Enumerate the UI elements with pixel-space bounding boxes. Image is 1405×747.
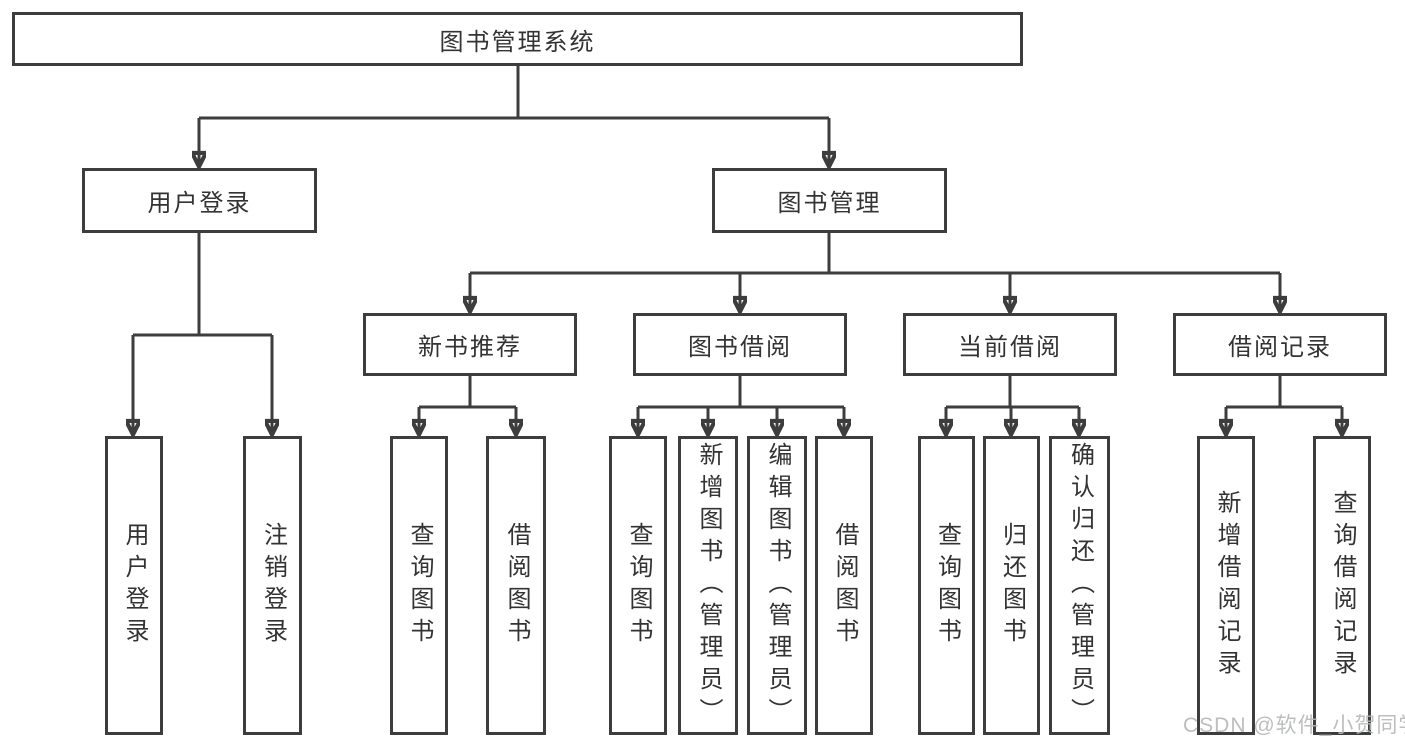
leaf-bb-borrow-books: 借阅图书 — [815, 436, 873, 735]
leaf-cb-return-books: 归还图书 — [983, 436, 1040, 735]
node-borrow-records: 借阅记录 — [1173, 313, 1387, 376]
csdn-watermark: CSDN @软件_小贺同学 — [1183, 714, 1405, 737]
leaf-user-login-label: 用户登录 — [121, 521, 148, 650]
leaf-nb-query-books: 查询图书 — [390, 436, 448, 735]
leaf-cb-confirm-return: 确认归还（管理员） — [1049, 436, 1110, 735]
leaf-bb-borrow-books-label: 借阅图书 — [831, 521, 858, 650]
leaf-cb-return-books-label: 归还图书 — [998, 521, 1026, 650]
connector-user-login-branch — [133, 233, 272, 337]
node-current-borrow: 当前借阅 — [903, 313, 1117, 376]
leaf-cb-confirm-return-label: 确认归还（管理员） — [1066, 441, 1094, 730]
node-current-borrow-label: 当前借阅 — [958, 334, 1062, 361]
leaf-bb-edit-books-label: 编辑图书（管理员） — [764, 441, 791, 730]
node-borrow-records-label: 借阅记录 — [1228, 334, 1332, 361]
leaf-br-query-record: 查询借阅记录 — [1313, 436, 1371, 735]
leaf-bb-query-books-label: 查询图书 — [625, 521, 652, 650]
leaf-bb-add-books: 新增图书（管理员） — [678, 436, 738, 735]
node-book-borrow: 图书借阅 — [633, 313, 847, 376]
leaf-cb-query-books: 查询图书 — [918, 436, 975, 735]
leaf-nb-borrow-books: 借阅图书 — [486, 436, 546, 735]
leaf-logout: 注销登录 — [243, 436, 302, 735]
connector-new-book-rec-branch — [419, 376, 516, 409]
node-user-login-label: 用户登录 — [147, 190, 252, 217]
leaf-logout-label: 注销登录 — [259, 521, 287, 650]
connector-book-mgmt-branch — [470, 233, 1280, 275]
connector-root-branch — [199, 66, 829, 120]
node-user-login: 用户登录 — [82, 168, 317, 233]
leaf-br-add-record-label: 新增借阅记录 — [1213, 489, 1240, 682]
node-book-borrow-label: 图书借阅 — [688, 334, 792, 361]
node-new-book-rec: 新书推荐 — [363, 313, 577, 376]
leaf-nb-borrow-books-label: 借阅图书 — [503, 521, 530, 650]
leaf-nb-query-books-label: 查询图书 — [406, 521, 433, 650]
leaf-bb-add-books-label: 新增图书（管理员） — [695, 441, 722, 730]
connector-borrow-records-branch — [1226, 376, 1342, 409]
leaf-bb-edit-books: 编辑图书（管理员） — [747, 436, 807, 735]
node-new-book-rec-label: 新书推荐 — [418, 334, 522, 361]
connector-current-borrow-branch — [946, 376, 1079, 409]
node-root: 图书管理系统 — [12, 12, 1023, 66]
leaf-user-login: 用户登录 — [105, 436, 163, 735]
node-book-mgmt: 图书管理 — [712, 168, 947, 233]
leaf-cb-query-books-label: 查询图书 — [933, 521, 961, 650]
leaf-br-add-record: 新增借阅记录 — [1197, 436, 1255, 735]
node-book-mgmt-label: 图书管理 — [777, 190, 882, 217]
connector-book-borrow-branch — [638, 376, 844, 409]
leaf-br-query-record-label: 查询借阅记录 — [1329, 489, 1356, 682]
leaf-bb-query-books: 查询图书 — [609, 436, 667, 735]
node-root-label: 图书管理系统 — [439, 28, 596, 56]
